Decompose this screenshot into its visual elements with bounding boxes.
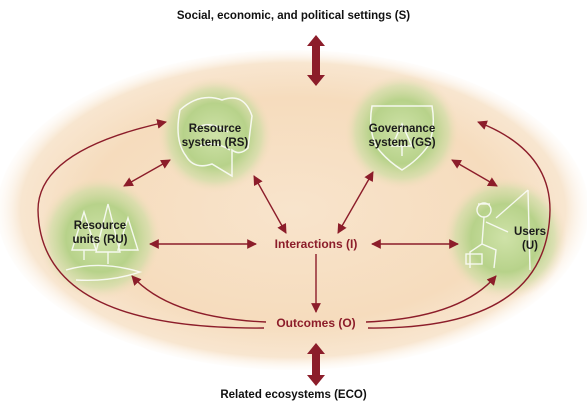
fisherman-icon — [465, 189, 531, 271]
governance-system-label-line1: Governance — [368, 123, 436, 135]
related-ecosystems-label: Related ecosystems (ECO) — [220, 389, 367, 401]
gs-users-arrow — [451, 159, 498, 187]
social-economic-political-settings-label: Social, economic, and political settings… — [176, 10, 411, 22]
rs-interactions-arrow — [253, 175, 287, 234]
settings-link-arrow — [307, 35, 325, 86]
governance-system-node — [344, 74, 460, 190]
resource-system-label: Resource system (RS) — [165, 122, 265, 150]
users-node — [443, 176, 567, 300]
ru-rs-arrow — [123, 159, 171, 187]
resource-units-label-line1: Resource — [73, 220, 127, 232]
outcomes-ru-arrow — [131, 275, 267, 323]
ecosystems-link-arrow — [307, 343, 325, 386]
governance-system-label: Governance system (GS) — [352, 122, 452, 150]
resource-system-label-line2: system (RS) — [181, 137, 249, 149]
outcomes-users-arrow — [365, 275, 497, 323]
outcomes-label: Outcomes (O) — [276, 316, 356, 330]
landscape-map-icon — [177, 96, 253, 178]
users-label-line2: (U) — [522, 240, 538, 252]
outcomes-rs-feedback-arrow — [37, 119, 265, 329]
resource-units-label: Resource units (RU) — [50, 219, 150, 247]
governance-system-label-line2: system (GS) — [368, 137, 436, 149]
resource-system-label-line1: Resource — [188, 123, 242, 135]
resource-units-label-line2: units (RU) — [72, 234, 128, 246]
gs-interactions-arrow — [337, 171, 374, 234]
pine-trees-icon — [65, 203, 143, 281]
outcomes-gs-feedback-arrow — [367, 120, 551, 329]
users-label-line1: Users — [514, 226, 546, 238]
users-label: Users (U) — [490, 225, 570, 253]
interactions-label: Interactions (I) — [274, 237, 358, 251]
shield-badge-icon — [369, 105, 435, 171]
